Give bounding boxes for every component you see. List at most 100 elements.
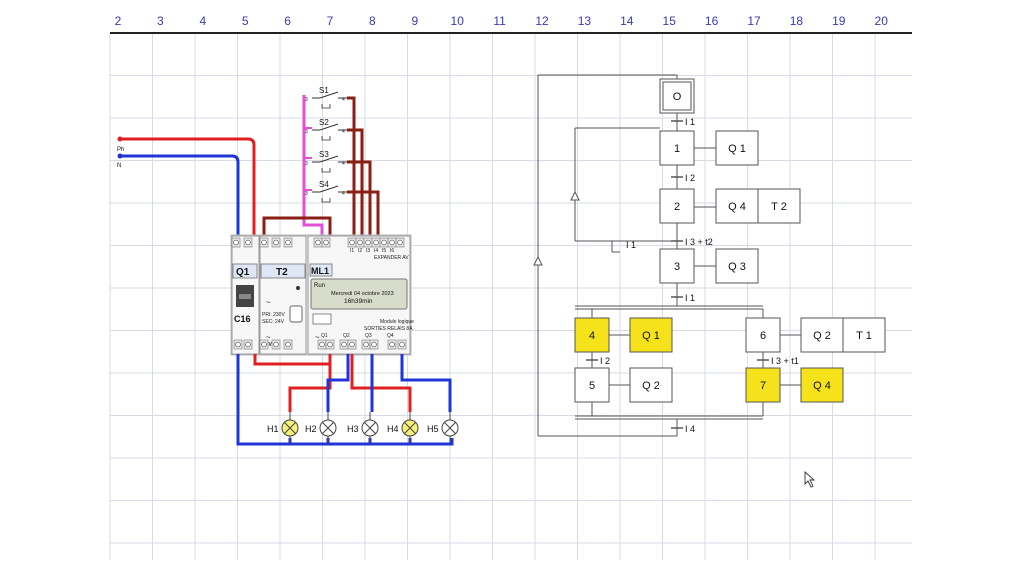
terminal-screw-head — [285, 239, 291, 246]
controller-output-label: Q4 — [387, 333, 394, 339]
column-number: 15 — [663, 14, 677, 28]
mouse-cursor-icon — [804, 470, 816, 488]
column-number: 11 — [493, 14, 506, 28]
controller-output-label: Q3 — [365, 333, 372, 339]
lamp-cross — [364, 422, 376, 434]
controller-date: Mercredi 04 octobre 2023 — [331, 291, 394, 297]
grafcet-step[interactable] — [659, 248, 695, 284]
column-number: 6 — [284, 14, 291, 28]
controller-label: ML1 — [311, 266, 329, 276]
switch-input-wires — [262, 96, 380, 238]
grafcet-action[interactable] — [757, 188, 801, 224]
pushbutton-icon — [321, 168, 331, 173]
neutral-terminal — [117, 153, 123, 159]
switch-terminal-right: 4 — [342, 161, 345, 167]
controller-input-label: I1 — [350, 248, 354, 254]
controller-input-label: I6 — [390, 248, 394, 254]
column-number: 20 — [875, 14, 889, 28]
column-number: 4 — [199, 14, 206, 28]
transformer-module — [259, 235, 307, 355]
grafcet-step[interactable] — [659, 130, 695, 166]
switch-blade[interactable] — [319, 123, 339, 131]
controller-keypad[interactable] — [312, 313, 332, 325]
controller-input-label: I4 — [374, 248, 378, 254]
switch-common-wire — [302, 95, 324, 238]
grafcet-transition-label: I 1 — [685, 293, 695, 303]
transformer-plate-secondary: SEC: 24V — [262, 319, 285, 325]
grafcet-action-label: Q 2 — [642, 380, 660, 392]
grafcet-action[interactable] — [842, 317, 886, 353]
grafcet-action[interactable] — [715, 188, 759, 224]
terminal-screw-head — [323, 239, 329, 246]
grafcet-action[interactable] — [629, 317, 673, 353]
switch-blade[interactable] — [319, 185, 339, 193]
switch-label: S2 — [319, 118, 329, 127]
lamp-label: H4 — [387, 424, 399, 434]
grafcet-initial-step-label: O — [673, 91, 682, 103]
column-number: 17 — [747, 14, 761, 28]
grafcet-transition-label: I 1 — [685, 117, 695, 127]
switch-label: S4 — [319, 180, 329, 189]
grafcet-action-label: Q 2 — [813, 330, 831, 342]
grafcet-action[interactable] — [800, 367, 844, 403]
terminal-screw-head — [319, 341, 325, 348]
transformer-logo: ~ — [266, 298, 271, 307]
column-number: 19 — [832, 14, 846, 28]
terminal-screw-head — [349, 341, 355, 348]
terminal-screw-head — [315, 239, 321, 246]
terminal-screw-head — [327, 341, 333, 348]
breaker-nameplate — [232, 263, 258, 279]
transformer-indicator — [296, 286, 300, 290]
controller-nameplate — [309, 263, 333, 277]
grafcet-step-number: 2 — [674, 201, 680, 213]
grafcet-action-label: Q 1 — [728, 143, 746, 155]
transformer-fuse — [289, 305, 303, 323]
transformer-logo-bottom: ~ — [266, 333, 271, 342]
switch-terminal-left: 3 — [305, 161, 308, 167]
switch-blade[interactable] — [319, 155, 339, 163]
transformer-nameplate — [260, 263, 306, 279]
switch-feed-branch — [304, 127, 312, 191]
grafcet-action[interactable] — [715, 130, 759, 166]
grafcet-step[interactable] — [659, 188, 695, 224]
controller-input-label: I2 — [358, 248, 362, 254]
switch-terminal-left: 3 — [305, 97, 308, 103]
switch-blade[interactable] — [319, 91, 339, 99]
controller-time: 16h39min — [344, 298, 373, 305]
grafcet-step[interactable] — [745, 317, 781, 353]
terminal-screw-head — [261, 341, 267, 348]
controller-status: Run — [314, 283, 325, 289]
breaker-label: Q1 — [236, 267, 250, 278]
grafcet-step-number: 1 — [674, 143, 680, 155]
grafcet-step-number: 3 — [674, 261, 680, 273]
terminal-screw-head — [381, 239, 387, 246]
controller-input-label: I5 — [382, 248, 386, 254]
column-number: 8 — [369, 14, 376, 28]
transformer-plate-primary: PRI: 230V — [262, 312, 285, 318]
grafcet-initial-step-inner — [662, 81, 692, 111]
grafcet-transition-label: I 2 — [600, 356, 610, 366]
grafcet-action-label: T 2 — [771, 201, 787, 213]
terminal-screw-head — [273, 341, 279, 348]
pushbutton-icon — [321, 136, 331, 141]
terminal-screw-head — [373, 239, 379, 246]
grafcet-action[interactable] — [629, 367, 673, 403]
controller-output-label: Q2 — [343, 333, 350, 339]
terminal-screw-head — [365, 239, 371, 246]
lamp-label: H5 — [427, 424, 439, 434]
phase-terminal — [117, 136, 123, 142]
controller-logo: ~ — [315, 333, 320, 342]
column-number: 13 — [578, 14, 592, 28]
controller-output-label: Q1 — [321, 333, 328, 339]
terminal-screw-head — [371, 341, 377, 348]
lamp-cross — [322, 422, 334, 434]
grafcet-transition-label: I 2 — [685, 173, 695, 183]
grafcet-step-number: 6 — [760, 330, 766, 342]
grafcet-action[interactable] — [715, 248, 759, 284]
column-number: 7 — [327, 14, 334, 28]
switch-terminal-left: 3 — [305, 129, 308, 135]
breaker-rating: C16 — [234, 314, 251, 324]
